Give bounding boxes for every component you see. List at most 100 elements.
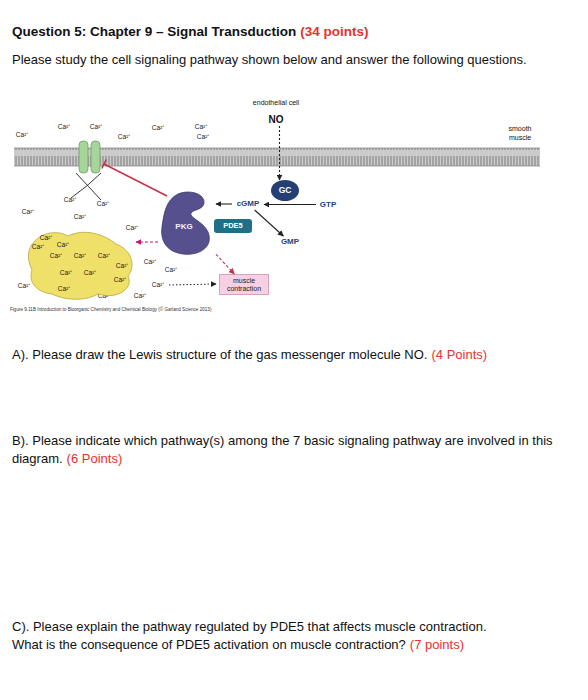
response-box: muscle contraction: [219, 274, 269, 295]
node-text: Ca²⁺: [98, 252, 110, 259]
node-text: Ca²⁺: [40, 234, 52, 241]
points-value: (4 Points): [431, 347, 487, 362]
figure-caption-line: Figure 9.11B Introduction to Bioorganic …: [10, 307, 211, 312]
node-text: Ca²⁺: [58, 285, 70, 292]
ion-label: Ca²⁺: [152, 281, 164, 288]
connector-arrow: [279, 126, 280, 180]
calcium-release-arrow: [169, 284, 216, 285]
ion-label-line: Ca²⁺: [152, 125, 164, 132]
ion-label-line: Ca²⁺: [74, 214, 86, 221]
ion-label-line: Ca²⁺: [126, 225, 138, 232]
node-text: GTP: [320, 201, 336, 210]
page-title: Question 5: Chapter 9 – Signal Transduct…: [12, 24, 296, 39]
ion-label-line: Ca²⁺: [134, 293, 146, 300]
ion-label: Ca²⁺: [144, 258, 156, 265]
connector-arrow: [264, 204, 316, 205]
node-text: cGMP: [237, 200, 260, 209]
cell-label: smooth muscle: [509, 125, 532, 141]
ion-label: Ca²⁺: [165, 266, 177, 273]
enzyme-circle: GC: [271, 180, 299, 201]
ion-label-line: Ca²⁺: [165, 267, 177, 274]
node-outline-shape: [28, 232, 132, 299]
second-messenger: cGMP: [232, 198, 264, 210]
question-text-line: B). Please indicate which pathway(s) amo…: [12, 432, 572, 468]
ion-label-line: Ca²⁺: [118, 134, 130, 141]
ion-label-line: Ca²⁺: [195, 124, 207, 131]
ion-label: Ca²⁺: [126, 224, 138, 231]
ion-label: Ca²⁺: [97, 200, 109, 207]
enzyme-pill: PDE5: [214, 219, 252, 233]
calcium-store: Ca²⁺ Ca²⁺ Ca²⁺ Ca²⁺ Ca²⁺ Ca²⁺ Ca²⁺ Ca²⁺ Ca²⁺ Ca²⁺…: [28, 228, 136, 300]
node-text: GC: [279, 186, 292, 195]
node-text: Ca²⁺: [74, 252, 86, 259]
node-outline-shape: [162, 192, 210, 254]
ion-label-line: Ca²⁺: [197, 134, 209, 141]
cell-membrane: [14, 148, 540, 166]
ion-label: Ca²⁺: [58, 123, 70, 130]
question-text: What is the consequence of PDE5 activati…: [12, 637, 406, 652]
inhibition-bar: [102, 160, 106, 169]
ion-label: Ca²⁺: [16, 131, 28, 138]
connector-arrow: [216, 203, 232, 204]
figure-caption: Figure 9.11B Introduction to Bioorganic …: [10, 307, 211, 312]
ion-label: Ca²⁺: [18, 282, 30, 289]
node-text: Ca²⁺: [32, 243, 44, 250]
node-text: Ca²⁺: [116, 262, 128, 269]
points-value: (34 points): [300, 24, 368, 39]
ion-label: Ca²⁺: [22, 208, 34, 215]
ion-label-line: Ca²⁺: [16, 132, 28, 139]
node-text: Ca²⁺: [84, 269, 96, 276]
ion-label-line: Ca²⁺: [22, 209, 34, 216]
ion-label-line: Ca²⁺: [90, 124, 102, 131]
ion-label: Ca²⁺: [195, 123, 207, 130]
title-line: Question 5: Chapter 9 – Signal Transduct…: [12, 24, 369, 39]
node-text: PKG: [175, 223, 192, 232]
substrate-label: GTP: [316, 199, 340, 211]
ion-label-line: Ca²⁺: [64, 197, 76, 204]
question-text: A). Please draw the Lewis structure of t…: [12, 347, 427, 362]
instructions-line: Please study the cell signaling pathway …: [12, 51, 557, 69]
ion-label-line: Ca²⁺: [58, 124, 70, 131]
connector-arrow: [255, 210, 284, 236]
question-text: C). Please explain the pathway regulated…: [12, 619, 487, 634]
ion-label: Ca²⁺: [118, 133, 130, 140]
points-value: (6 Points): [67, 451, 123, 466]
instructions: Please study the cell signaling pathway …: [12, 52, 527, 67]
node-text: GMP: [281, 238, 299, 247]
ion-label: Ca²⁺: [74, 213, 86, 220]
inhibition-line: [104, 164, 167, 196]
node-text: Ca²⁺: [60, 269, 72, 276]
node-text: NO: [269, 114, 284, 125]
ion-label-line: Ca²⁺: [97, 201, 109, 208]
ion-flow-line: [71, 173, 101, 198]
ion-label-line: Ca²⁺: [152, 282, 164, 289]
node-text: Ca²⁺: [57, 241, 69, 248]
ion-label: Ca²⁺: [90, 123, 102, 130]
points-value: (7 points): [410, 637, 464, 652]
ion-label: Ca²⁺: [64, 196, 76, 203]
question-text-line: A). Please draw the Lewis structure of t…: [12, 346, 588, 364]
membrane-edge: [14, 148, 540, 149]
calcium-channel: [91, 141, 100, 173]
node-text: Ca²⁺: [50, 252, 62, 259]
ion-label: Ca²⁺: [152, 124, 164, 131]
cell-label: endothelial cell: [253, 99, 299, 106]
membrane-edge: [14, 166, 540, 167]
calcium-channel: [79, 141, 88, 173]
connector-arrow: [136, 241, 158, 242]
question-text-line: C). Please explain the pathway regulated…: [12, 618, 588, 636]
ion-flow-line: [76, 173, 101, 200]
ion-label: Ca²⁺: [197, 133, 209, 140]
ion-label-line: Ca²⁺: [144, 259, 156, 266]
connector-arrow: [216, 254, 234, 274]
product-label: GMP: [277, 236, 303, 248]
ion-label: Ca²⁺: [134, 292, 146, 299]
node-text: muscle contraction: [220, 277, 268, 292]
messenger-molecule: NO: [264, 112, 288, 126]
question-text-line: What is the consequence of PDE5 activati…: [12, 636, 588, 654]
node-text: PDE5: [223, 222, 243, 230]
cell-label-line: smooth muscle: [500, 124, 540, 142]
kinase-blob: PKG: [158, 190, 216, 256]
